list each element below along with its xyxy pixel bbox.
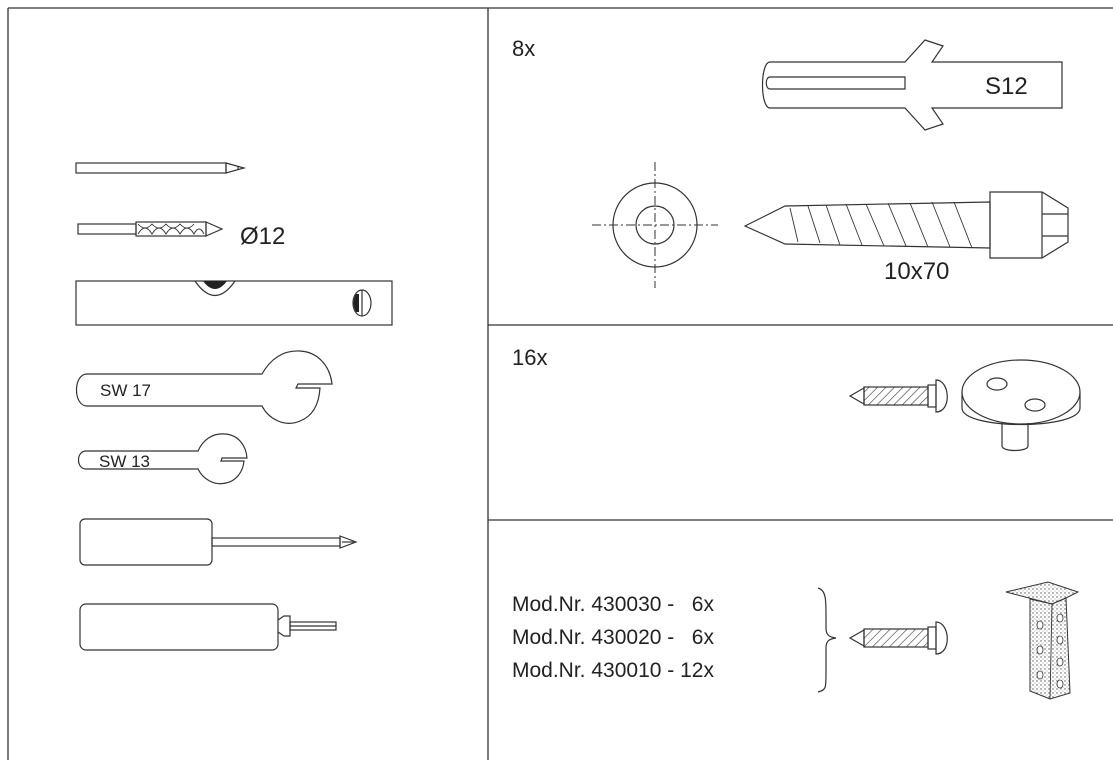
phillips-screwdriver-icon: [79, 518, 358, 566]
hex-screw-icon: [743, 191, 1069, 259]
washer-icon: [592, 162, 718, 288]
wall-dowel-icon: [761, 39, 1063, 131]
anchor-kit-panel: 8x S12 10x70: [512, 36, 1069, 288]
foot-kit-quantity: 16x: [512, 345, 547, 370]
wrench-sw17-label: SW 17: [100, 381, 151, 400]
wrench-sw13-label: SW 13: [99, 452, 150, 471]
drill-diameter-label: Ø12: [240, 223, 285, 250]
round-foot-icon: [961, 359, 1081, 452]
flat-screwdriver-icon: [79, 603, 337, 651]
model-line-2: Mod.Nr. 430020 - 6x: [512, 626, 714, 649]
model-line-3: Mod.Nr. 430010 - 12x: [512, 659, 714, 682]
wrench-sw17-icon: [75, 350, 333, 424]
angle-bracket-icon: [1005, 581, 1080, 700]
pencil-icon: [75, 162, 247, 174]
tools-panel: Ø12 SW 17 SW 13: [75, 162, 393, 651]
long-screw-icon: [848, 621, 948, 655]
wrench-sw13-icon: [77, 433, 248, 485]
dowel-size-label: S12: [985, 73, 1028, 100]
drill-bit-icon: [77, 221, 224, 237]
model-line-1: Mod.Nr. 430030 - 6x: [512, 593, 714, 616]
foot-kit-panel: 16x: [512, 345, 1081, 452]
panel-borders: [7, 7, 1113, 760]
grouping-brace: [817, 587, 837, 693]
bracket-kit-panel: Mod.Nr. 430030 - 6x Mod.Nr. 430020 - 6x …: [512, 581, 1080, 700]
spirit-level-icon: [75, 280, 393, 326]
pan-head-screw-icon: [848, 379, 948, 413]
screw-size-label: 10x70: [884, 258, 949, 285]
anchor-kit-quantity: 8x: [512, 36, 535, 61]
